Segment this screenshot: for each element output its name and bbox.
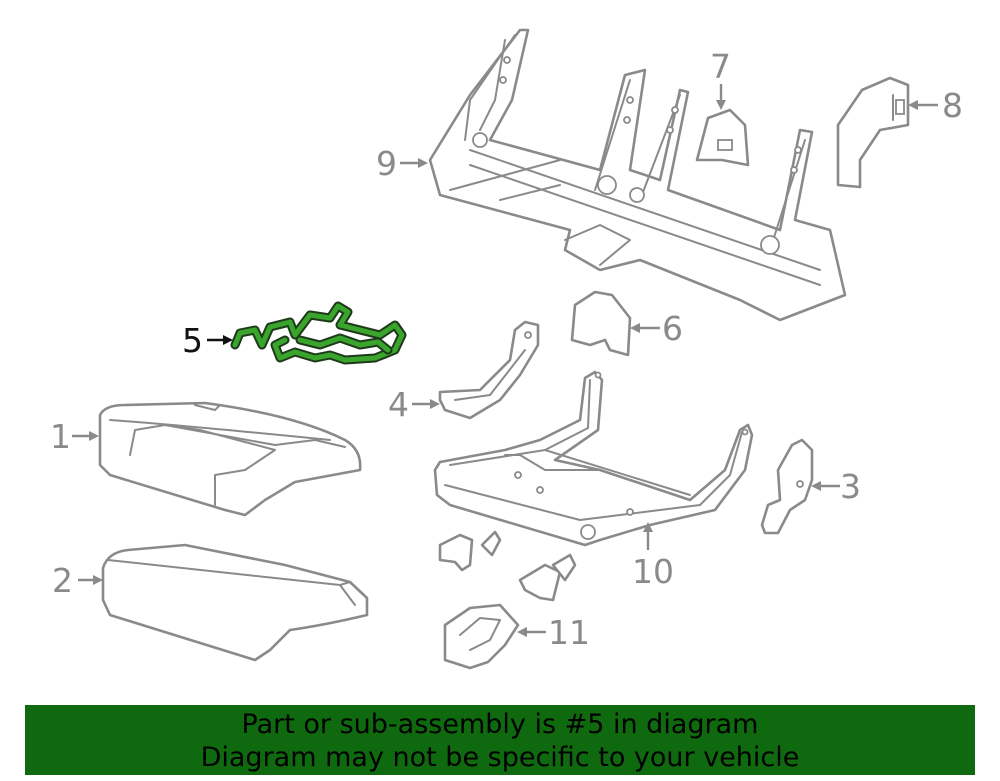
callout-label-1: 1 [50, 417, 71, 456]
callout-9: 9 [376, 144, 428, 183]
callout-3: 3 [811, 467, 861, 506]
callout-4: 4 [388, 385, 440, 424]
callout-label-9: 9 [376, 144, 397, 183]
part-9-seat-frame [428, 28, 847, 322]
callout-11: 11 [517, 613, 590, 652]
callout-label-2: 2 [52, 561, 73, 600]
part-8-trim-panel [836, 76, 910, 189]
callout-7: 7 [710, 47, 731, 110]
callout-label-3: 3 [840, 467, 861, 506]
info-banner: Part or sub-assembly is #5 in diagram Di… [25, 705, 975, 775]
part-1-cushion-cover [98, 401, 362, 517]
banner-line-2: Diagram may not be specific to your vehi… [200, 742, 800, 773]
callout-2: 2 [52, 561, 103, 600]
callout-10: 10 [632, 522, 674, 591]
callout-8: 8 [908, 86, 963, 125]
callout-label-4: 4 [388, 385, 409, 424]
callout-label-5: 5 [182, 321, 203, 360]
part-6-cover [570, 290, 632, 357]
part-5-seat-springs [230, 301, 407, 365]
callout-label-10: 10 [632, 552, 674, 591]
part-11-bracket [443, 603, 520, 670]
callout-5: 5 [182, 321, 233, 360]
callout-label-11: 11 [548, 613, 590, 652]
part-4-bracket [438, 320, 540, 420]
banner-line-1: Part or sub-assembly is #5 in diagram [241, 709, 759, 740]
part-10-cushion-frame [433, 370, 754, 602]
part-3-side-shield [760, 438, 814, 535]
parts-diagram: 1 2 3 4 5 6 7 8 9 10 [50, 28, 963, 670]
callout-label-6: 6 [662, 309, 683, 348]
part-2-cushion-pad [101, 543, 369, 662]
callout-label-8: 8 [942, 86, 963, 125]
part-7-cover [695, 108, 750, 167]
callout-label-7: 7 [710, 47, 731, 86]
callout-6: 6 [630, 309, 683, 348]
callout-1: 1 [50, 417, 99, 456]
